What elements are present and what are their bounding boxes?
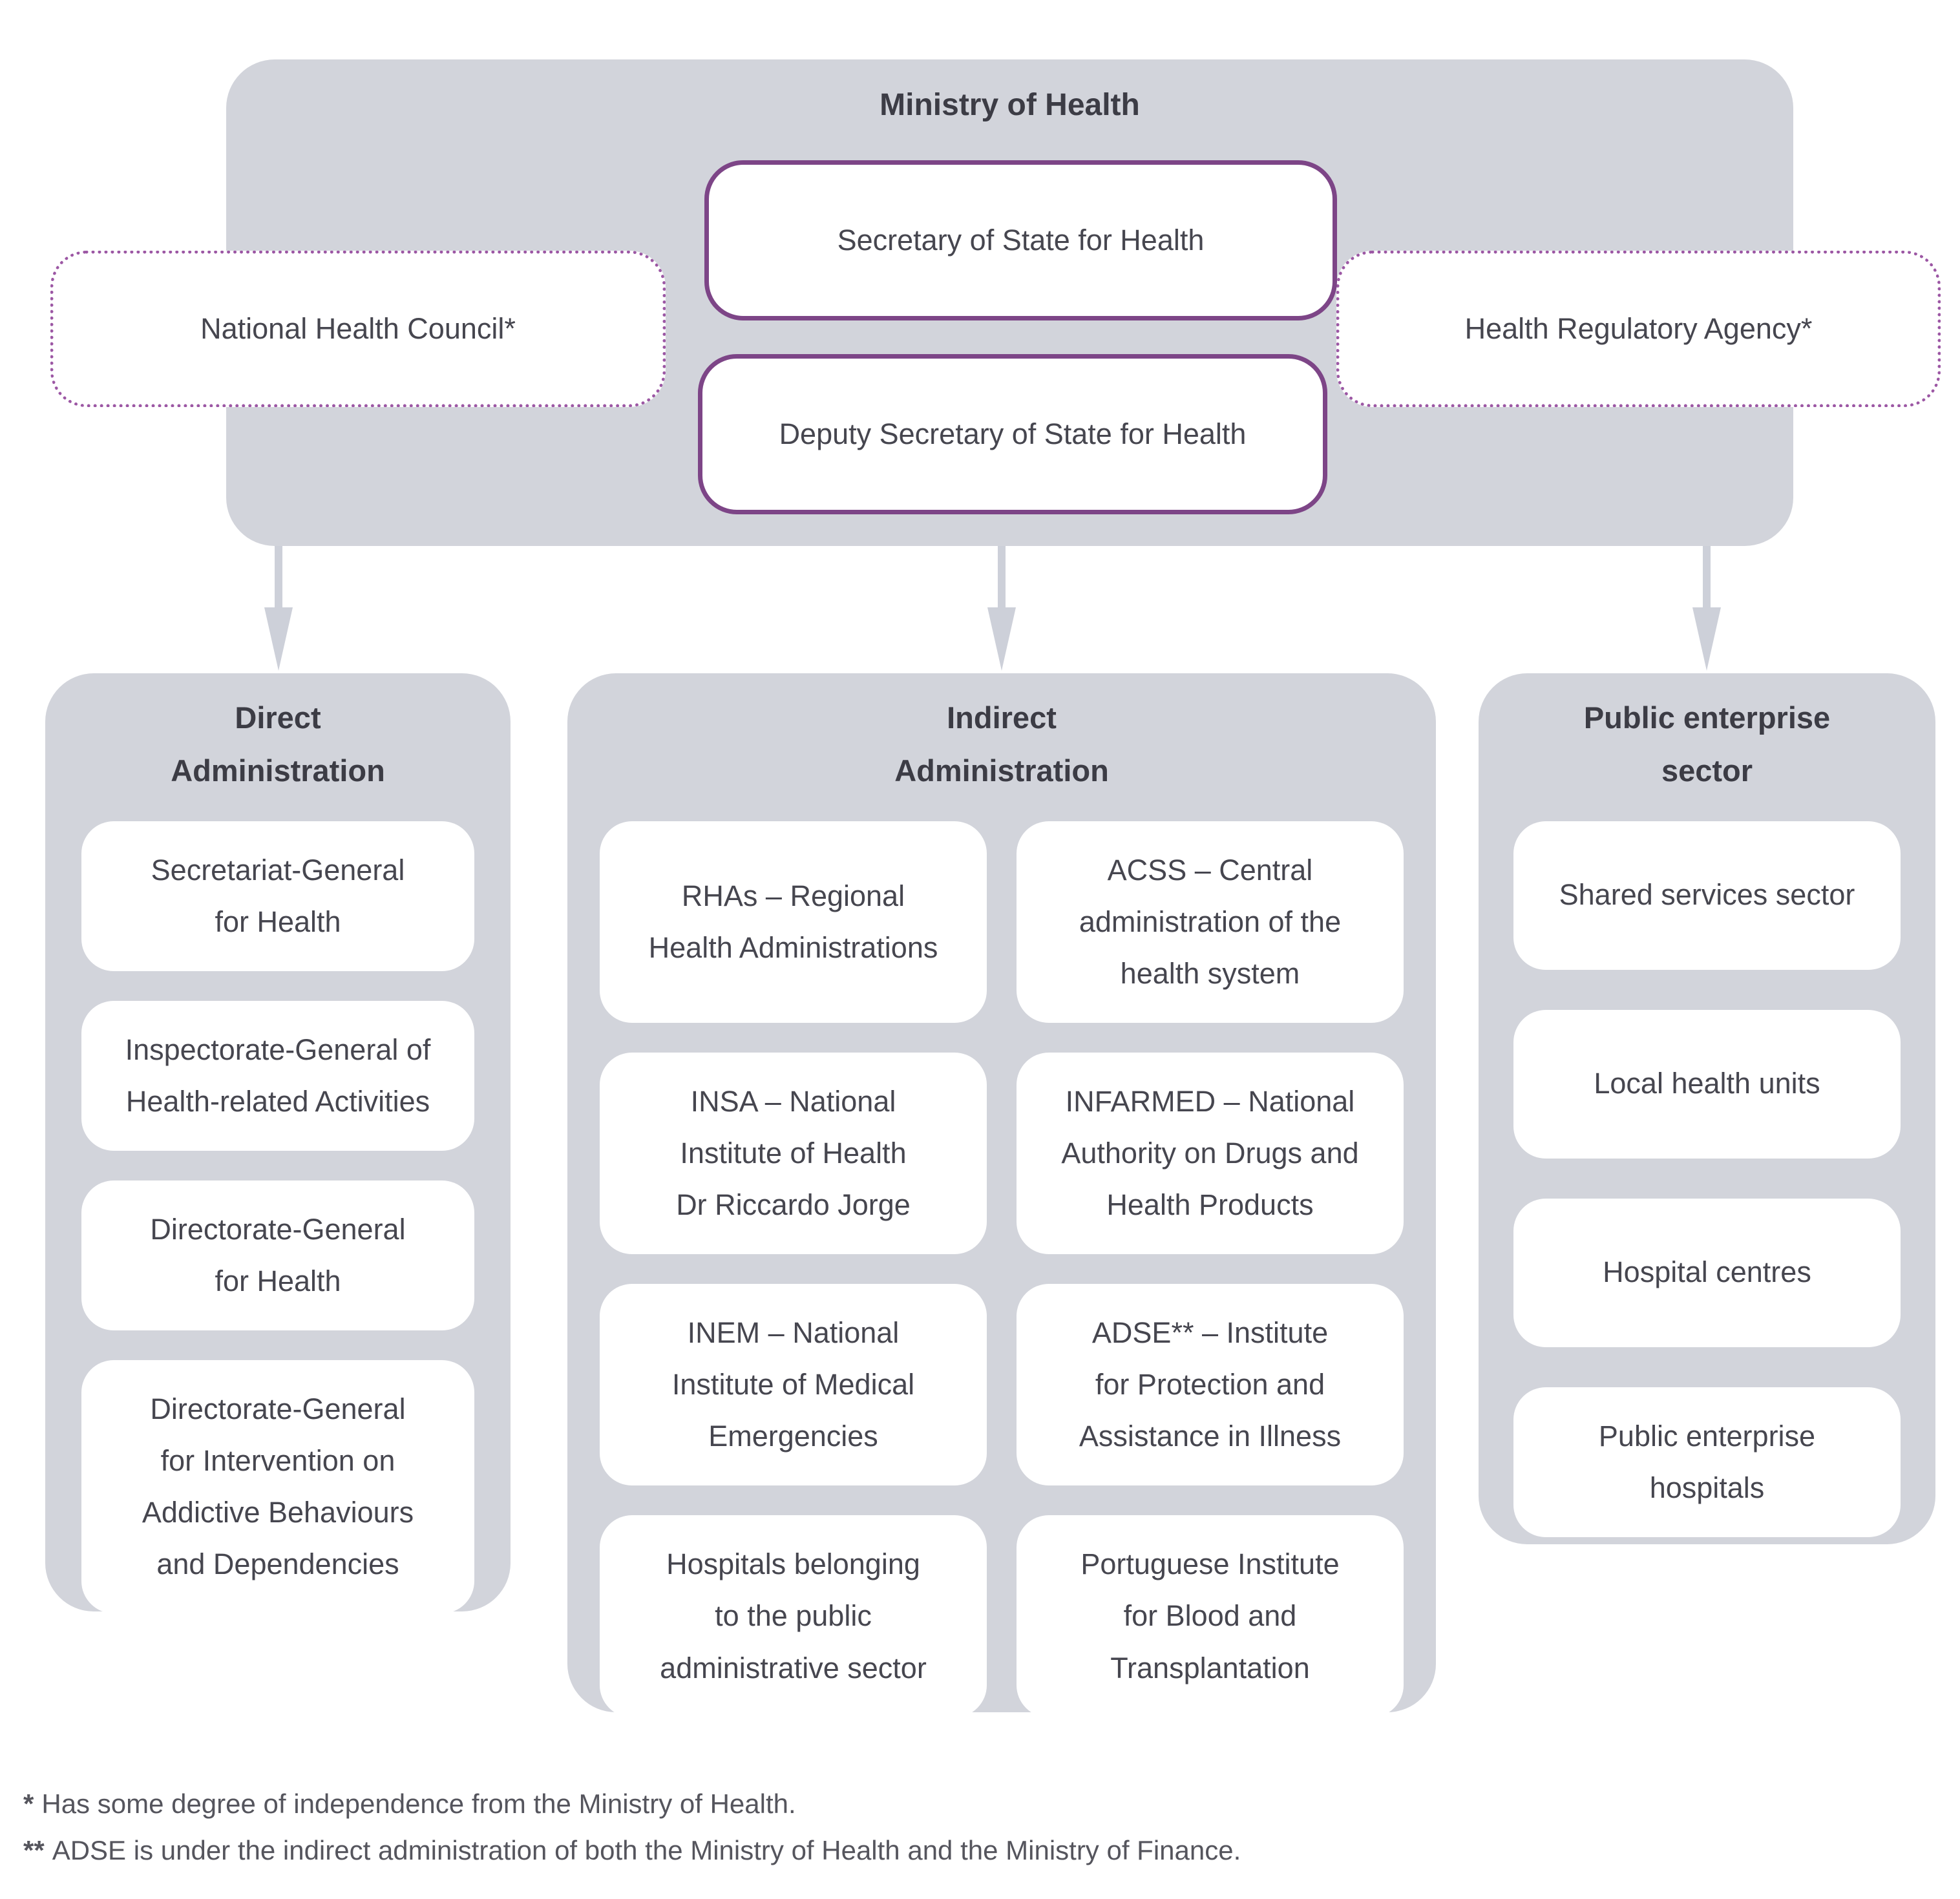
ministry-title: Ministry of Health	[880, 88, 1140, 122]
org-box-rhas: RHAs – Regional Health Administrations	[600, 821, 987, 1023]
org-box-secretariat-general: Secretariat-General for Health	[81, 821, 474, 971]
org-box-shared-services: Shared services sector	[1513, 821, 1901, 970]
public-enterprise-list: Shared services sector Local health unit…	[1513, 821, 1901, 1537]
org-box-public-admin-hospitals: Hospitals belonging to the public admini…	[600, 1515, 987, 1717]
org-box-inem: INEM – National Institute of Medical Eme…	[600, 1284, 987, 1486]
secretary-of-state-label: Secretary of State for Health	[837, 224, 1205, 257]
org-box-inspectorate-general: Inspectorate-General of Health-related A…	[81, 1000, 474, 1151]
org-box-public-enterprise-hospitals: Public enterprise hospitals	[1513, 1387, 1901, 1537]
indirect-administration-grid: RHAs – Regional Health Administrations A…	[600, 821, 1404, 1717]
national-health-council-box: National Health Council*	[50, 251, 666, 407]
column-direct-administration: Direct Administration Secretariat-Genera…	[45, 673, 511, 1614]
national-health-council-label: National Health Council*	[200, 312, 516, 345]
column-title-indirect: Indirect Administration	[894, 700, 1109, 788]
footnote-independence: *Has some degree of independence from th…	[23, 1789, 796, 1820]
footnote-text: Has some degree of independence from the…	[41, 1789, 796, 1819]
health-regulatory-agency-box: Health Regulatory Agency*	[1336, 251, 1941, 407]
deputy-secretary-label: Deputy Secretary of State for Health	[779, 417, 1247, 450]
org-box-directorate-general-addictive: Directorate-General for Intervention on …	[81, 1360, 474, 1614]
down-arrow-public	[1692, 546, 1721, 671]
column-public-enterprise: Public enterprise sector Shared services…	[1479, 673, 1935, 1544]
footnote-adse: **ADSE is under the indirect administrat…	[23, 1835, 1241, 1866]
down-arrow-indirect	[987, 546, 1016, 671]
deputy-secretary-box: Deputy Secretary of State for Health	[698, 354, 1327, 514]
org-box-infarmed: INFARMED – National Authority on Drugs a…	[1017, 1052, 1404, 1255]
org-box-directorate-general-health: Directorate-General for Health	[81, 1180, 474, 1331]
down-arrow-direct	[264, 546, 293, 671]
org-box-hospital-centres: Hospital centres	[1513, 1198, 1901, 1347]
column-indirect-administration: Indirect Administration RHAs – Regional …	[567, 673, 1436, 1717]
org-box-adse: ADSE** – Institute for Protection and As…	[1017, 1284, 1404, 1486]
org-box-insa: INSA – National Institute of Health Dr R…	[600, 1052, 987, 1255]
column-title-public: Public enterprise sector	[1583, 700, 1831, 788]
org-box-blood-transplantation: Portuguese Institute for Blood and Trans…	[1017, 1515, 1404, 1717]
column-title-direct: Direct Administration	[171, 700, 385, 788]
org-box-acss: ACSS – Central administration of the hea…	[1017, 821, 1404, 1023]
direct-administration-list: Secretariat-General for Health Inspector…	[81, 821, 474, 1614]
footnote-marker: *	[23, 1789, 34, 1819]
secretary-of-state-box: Secretary of State for Health	[704, 160, 1337, 320]
footnote-marker: **	[23, 1835, 45, 1865]
org-box-local-health-units: Local health units	[1513, 1009, 1901, 1159]
health-regulatory-agency-label: Health Regulatory Agency*	[1464, 312, 1813, 345]
footnote-text: ADSE is under the indirect administratio…	[52, 1835, 1241, 1865]
